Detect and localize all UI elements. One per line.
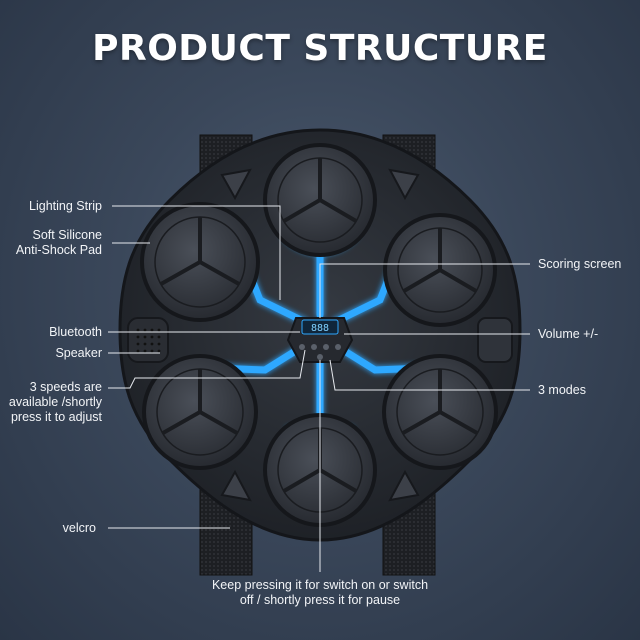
label-power-line2: off / shortly press it for pause — [239, 593, 401, 607]
pad-lower-left — [142, 354, 258, 470]
label-power-line1: Keep pressing it for switch on or switch — [211, 578, 429, 592]
pad-lower-right — [382, 354, 498, 470]
label-silicone-pad-line1: Soft Silicone — [32, 228, 102, 242]
label-speeds: 3 speeds are available /shortly press it… — [4, 380, 102, 425]
leader-lines — [108, 205, 530, 572]
label-modes: 3 modes — [538, 383, 586, 397]
label-silicone-pad-line2: Anti-Shock Pad — [15, 243, 102, 257]
page-title: PRODUCT STRUCTURE — [92, 28, 548, 69]
pad-top — [263, 143, 377, 257]
pad-upper-left — [140, 202, 260, 322]
label-speeds-line1: 3 speeds are — [29, 380, 102, 394]
pad-upper-right — [383, 213, 497, 327]
label-speeds-line3: press it to adjust — [10, 410, 102, 424]
speaker-grille — [127, 317, 169, 363]
punch-pads — [140, 143, 498, 527]
label-velcro: velcro — [62, 521, 96, 535]
label-bluetooth: Bluetooth — [49, 325, 102, 339]
label-power: Keep pressing it for switch on or switch… — [160, 578, 480, 608]
label-lighting-strip: Lighting Strip — [29, 199, 102, 213]
label-speaker: Speaker — [55, 346, 102, 360]
label-scoring-screen: Scoring screen — [538, 257, 622, 271]
label-speeds-line2: available /shortly — [8, 395, 102, 409]
label-silicone-pad: Soft Silicone Anti-Shock Pad — [6, 228, 102, 258]
label-volume: Volume +/- — [538, 327, 599, 341]
control-panel: 888 — [286, 317, 354, 363]
svg-text:888: 888 — [311, 323, 329, 334]
